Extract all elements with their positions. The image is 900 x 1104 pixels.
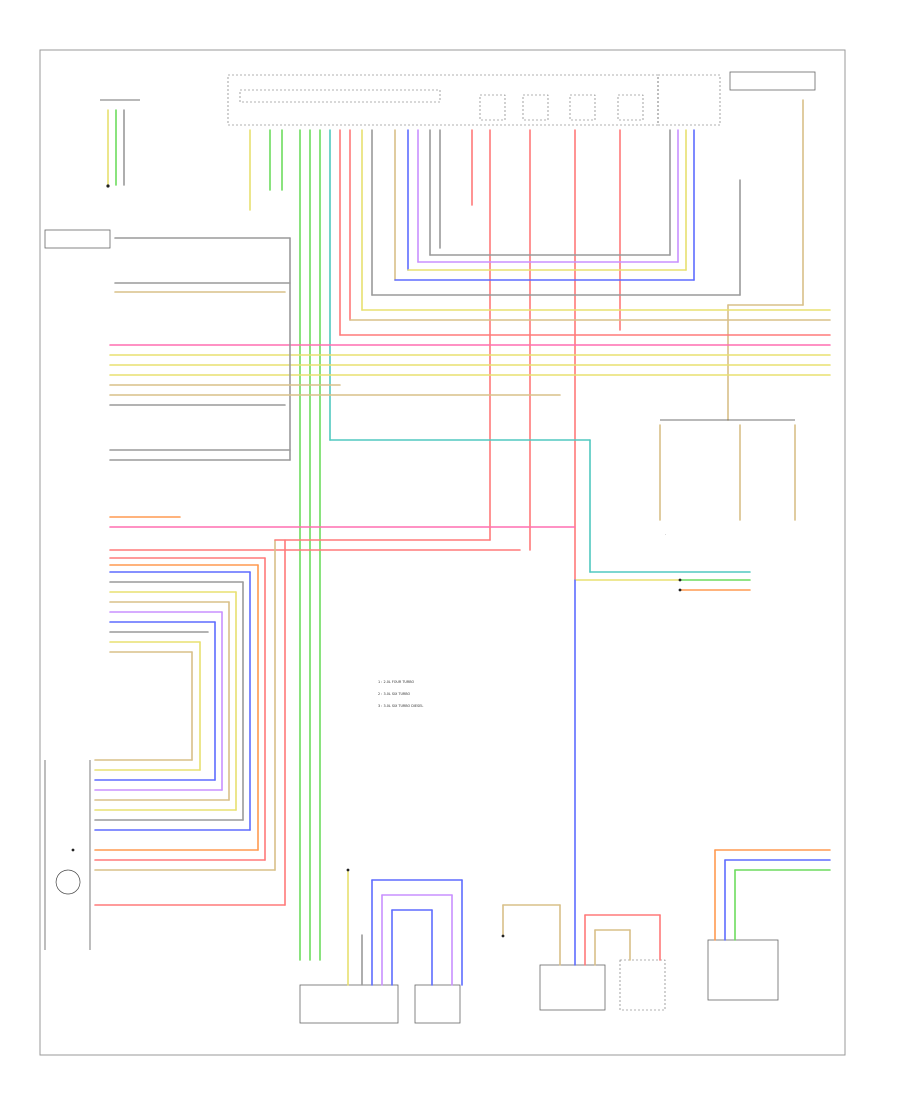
central-module-box xyxy=(227,74,659,126)
legend-line-2: 2 : 3.0L SIX TURBO xyxy=(378,692,411,696)
left-connector-lines xyxy=(109,237,751,581)
top-left-module xyxy=(100,99,140,188)
right-sensor-group: . xyxy=(659,419,796,536)
main-harness xyxy=(249,99,804,961)
bottom-module-3 xyxy=(539,964,606,1011)
bottom-wiring xyxy=(346,579,831,986)
right-corner-module xyxy=(729,71,816,91)
legend-line-3: 3 : 3.0L SIX TURBO DIESEL xyxy=(378,704,423,708)
bottom-module-4 xyxy=(619,959,666,1011)
central-module-inner xyxy=(239,89,441,103)
relay-blocks xyxy=(479,94,644,121)
right-small-connector xyxy=(678,578,751,592)
right-top-module-box xyxy=(657,74,721,126)
lower-left-module xyxy=(44,760,91,950)
bottom-module-5 xyxy=(707,939,779,1001)
upper-return-lines xyxy=(371,179,804,421)
horizontal-bus xyxy=(109,309,831,376)
left-top-module xyxy=(44,229,111,249)
left-lower-bus xyxy=(94,539,521,906)
bottom-module-2 xyxy=(414,984,461,1024)
bottom-module-1 xyxy=(299,984,399,1024)
diagram-frame xyxy=(39,49,846,1056)
svg-text:.: . xyxy=(665,532,666,536)
legend: 1 : 2.0L FOUR TURBO 2 : 3.0L SIX TURBO 3… xyxy=(378,680,423,708)
legend-line-1: 1 : 2.0L FOUR TURBO xyxy=(378,680,415,684)
